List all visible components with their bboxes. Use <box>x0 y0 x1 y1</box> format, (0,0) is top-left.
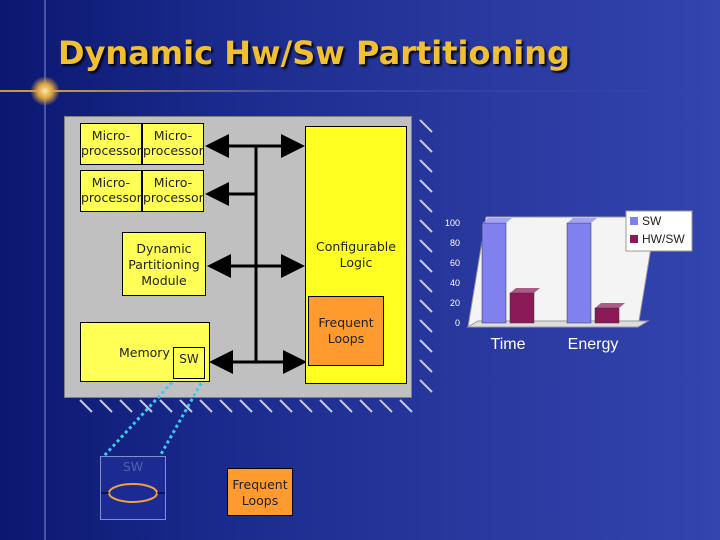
legend-swatch-hw-sw <box>630 235 638 243</box>
sw-document-expanded-label: SW <box>122 459 144 474</box>
y-tick-label: 80 <box>450 238 460 248</box>
sw-document-in-memory: SW <box>173 347 205 379</box>
y-tick-label: 0 <box>455 318 460 328</box>
legend-swatch-sw <box>630 217 638 225</box>
y-tick-label: 20 <box>450 298 460 308</box>
legend-label-hw-sw: HW/SW <box>642 232 685 246</box>
microprocessor-2: Micro- processor <box>142 123 204 165</box>
microprocessor-4: Micro- processor <box>142 170 204 212</box>
x-tick-label-time: Time <box>491 336 526 353</box>
slide-title: Dynamic Hw/Sw Partitioning <box>58 34 570 72</box>
configurable-logic-label: Configurable Logic <box>316 239 396 270</box>
y-tick-label: 100 <box>445 218 460 228</box>
y-tick-label: 40 <box>450 278 460 288</box>
loop-ellipse-icon <box>101 483 165 503</box>
decorative-vertical-line <box>44 0 46 540</box>
bar-time-sw <box>481 222 507 324</box>
decorative-glow <box>30 76 60 106</box>
bar-energy-hw-sw <box>594 307 620 324</box>
frequent-loops-block: Frequent Loops <box>308 296 384 366</box>
y-tick-label: 60 <box>450 258 460 268</box>
bar-energy-sw <box>566 222 592 324</box>
memory-label: Memory <box>119 345 170 360</box>
legend-label-sw: SW <box>642 214 662 228</box>
bar-top-3d <box>595 303 625 308</box>
microprocessor-1: Micro- processor <box>80 123 142 165</box>
microprocessor-3: Micro- processor <box>80 170 142 212</box>
chip-hatch-shadow <box>79 119 433 413</box>
decorative-horizontal-line <box>0 90 720 92</box>
bar-time-hw-sw <box>509 292 535 324</box>
dynamic-partitioning-module: Dynamic Partitioning Module <box>122 232 206 296</box>
bar-top-3d <box>567 218 597 223</box>
frequent-loops-outside: Frequent Loops <box>227 468 293 516</box>
bar-top-3d <box>510 288 540 293</box>
x-tick-label-energy: Energy <box>568 336 619 353</box>
bar-top-3d <box>482 218 512 223</box>
sw-document-expanded: SW <box>100 456 166 520</box>
